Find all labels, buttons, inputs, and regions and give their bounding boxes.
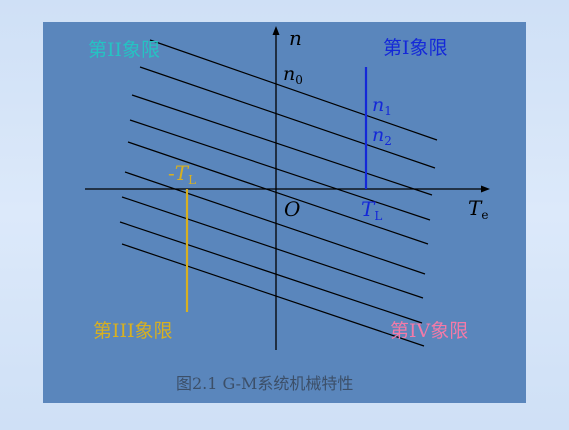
n1-label-main: n — [372, 94, 384, 116]
x-axis-label-main: T — [468, 196, 483, 220]
n1-label: n1 — [372, 94, 392, 118]
characteristic-line-7 — [121, 196, 424, 299]
y-axis-label: n — [289, 26, 302, 50]
neg-tl-label: -TL — [168, 161, 196, 187]
quadrant-i-label: 第I象限 — [383, 37, 448, 59]
quadrant-iv-label: 第IV象限 — [390, 320, 468, 342]
n2-label: n2 — [372, 124, 392, 148]
characteristic-line-9 — [121, 243, 425, 347]
n0-label: n0 — [283, 63, 303, 87]
characteristic-line-3 — [131, 94, 433, 196]
tl-label-sub: L — [374, 209, 382, 223]
characteristic-line-5 — [127, 141, 429, 245]
origin-label: O — [284, 197, 300, 221]
quadrant-iii-label: 第III象限 — [93, 320, 173, 342]
y-axis-arrow — [272, 26, 280, 35]
neg-tl-label-sub: L — [188, 173, 196, 187]
characteristic-line-8 — [119, 221, 423, 324]
neg-tl-label-main: T — [175, 161, 190, 185]
x-axis-label: Te — [468, 196, 488, 222]
tl-label: TL — [361, 197, 382, 223]
n2-label-sub: 2 — [384, 134, 392, 148]
n0-label-main: n — [283, 63, 295, 85]
characteristic-line-1 — [149, 39, 438, 141]
n2-label-main: n — [372, 124, 384, 146]
neg-tl-label-prefix: - — [168, 161, 175, 185]
characteristic-lines — [119, 39, 438, 347]
characteristic-line-4 — [129, 119, 431, 221]
quadrant-ii-label: 第II象限 — [88, 39, 160, 61]
n1-label-sub: 1 — [384, 104, 392, 118]
axes — [85, 30, 486, 350]
x-axis-arrow — [481, 185, 490, 193]
tl-label-main: T — [361, 197, 376, 221]
n0-label-sub: 0 — [295, 73, 303, 87]
x-axis-label-sub: e — [481, 208, 488, 222]
figure-caption: 图2.1 G-M系统机械特性 — [176, 374, 353, 393]
diagram-panel — [43, 22, 526, 403]
characteristic-line-2 — [139, 66, 436, 169]
